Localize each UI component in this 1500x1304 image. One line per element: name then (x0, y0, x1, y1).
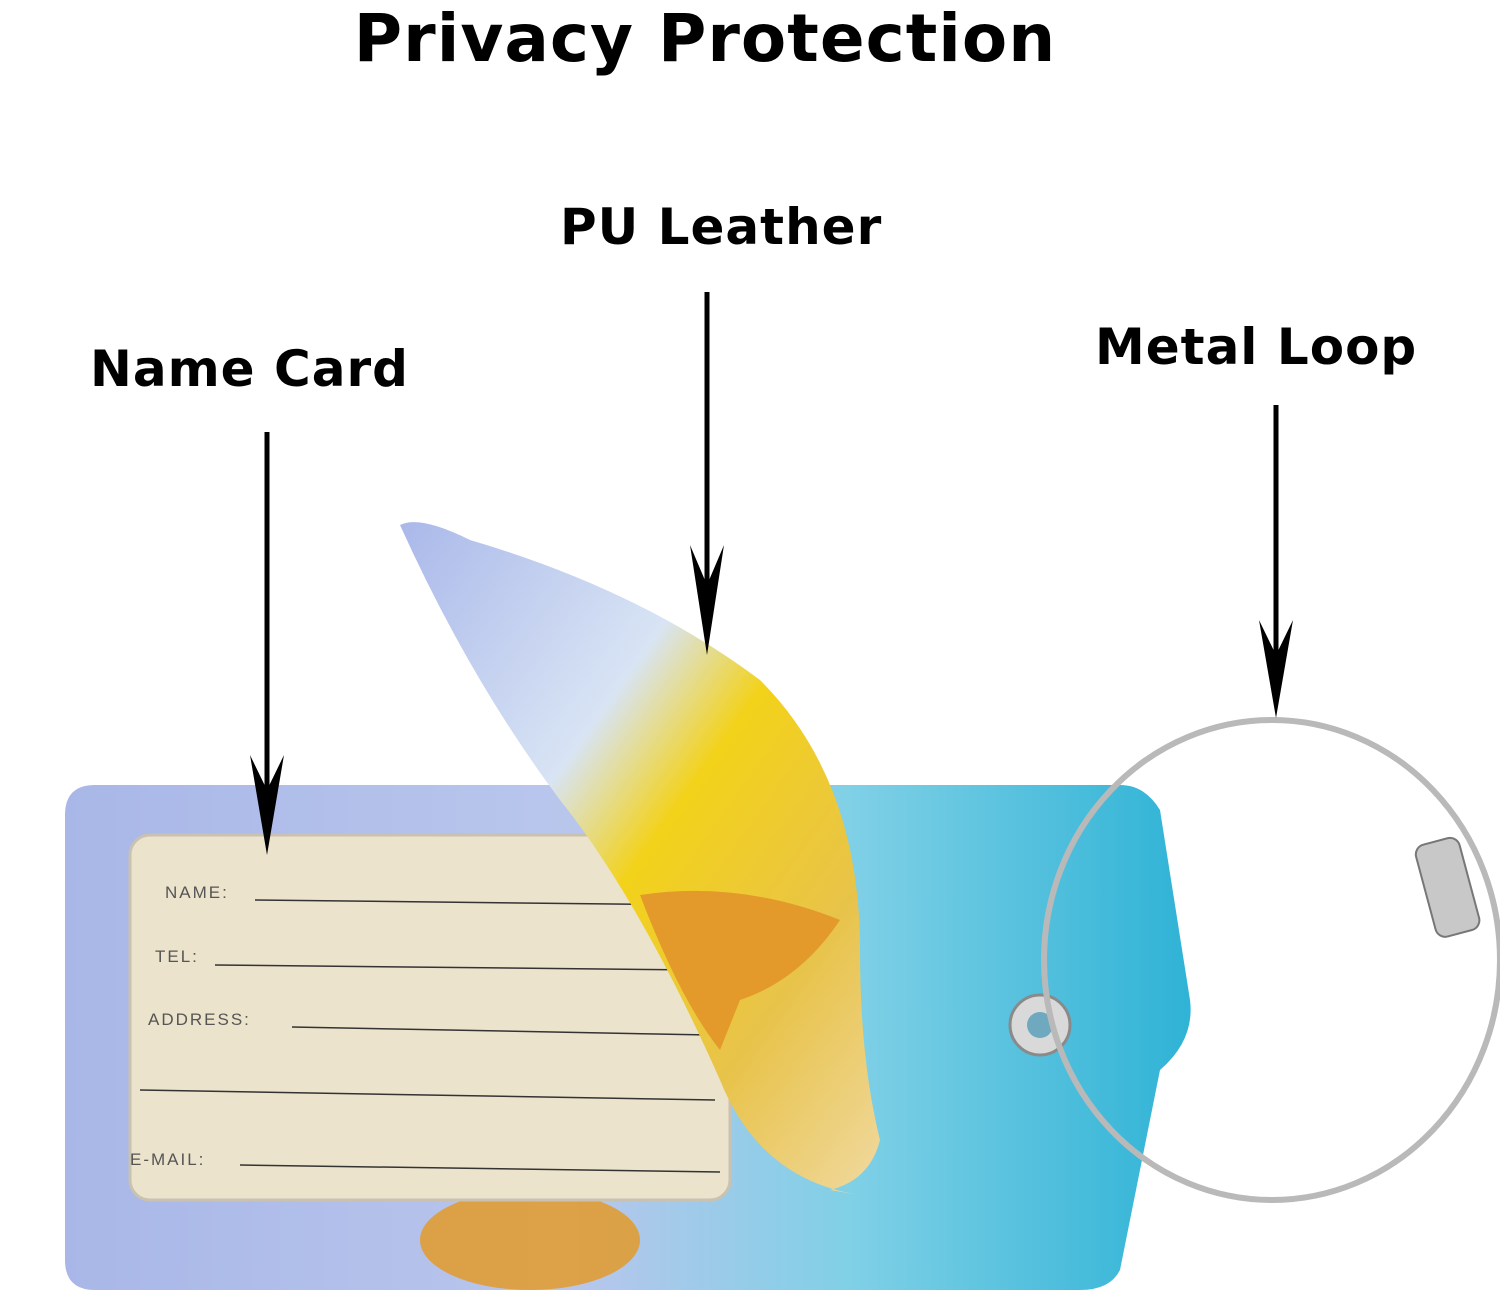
callout-arrows (264, 292, 1279, 800)
grommet-hole (1027, 1012, 1053, 1038)
page-title: Privacy Protection (353, 0, 1057, 77)
svg-text:ADDRESS:: ADDRESS: (148, 1010, 251, 1029)
svg-text:NAME:: NAME: (165, 883, 229, 902)
butterfly-wing (420, 1190, 640, 1290)
arrow-head (690, 545, 724, 655)
callout-metal-loop: Metal Loop (1095, 318, 1418, 376)
metal-loop (1041, 717, 1500, 1203)
pu-leather-flap (400, 522, 880, 1195)
butterfly-wing (640, 890, 840, 1050)
card-fields: NAME: TEL: ADDRESS: E-MAIL: (130, 883, 721, 1173)
svg-text:E-MAIL:: E-MAIL: (130, 1150, 205, 1169)
callout-name-card: Name Card (90, 340, 409, 398)
callout-pu-leather: PU Leather (560, 198, 883, 256)
loop-screw-lock (1414, 836, 1481, 938)
arrow-head (1259, 620, 1293, 718)
arrow-head (250, 755, 284, 855)
svg-text:TEL:: TEL: (155, 947, 199, 966)
